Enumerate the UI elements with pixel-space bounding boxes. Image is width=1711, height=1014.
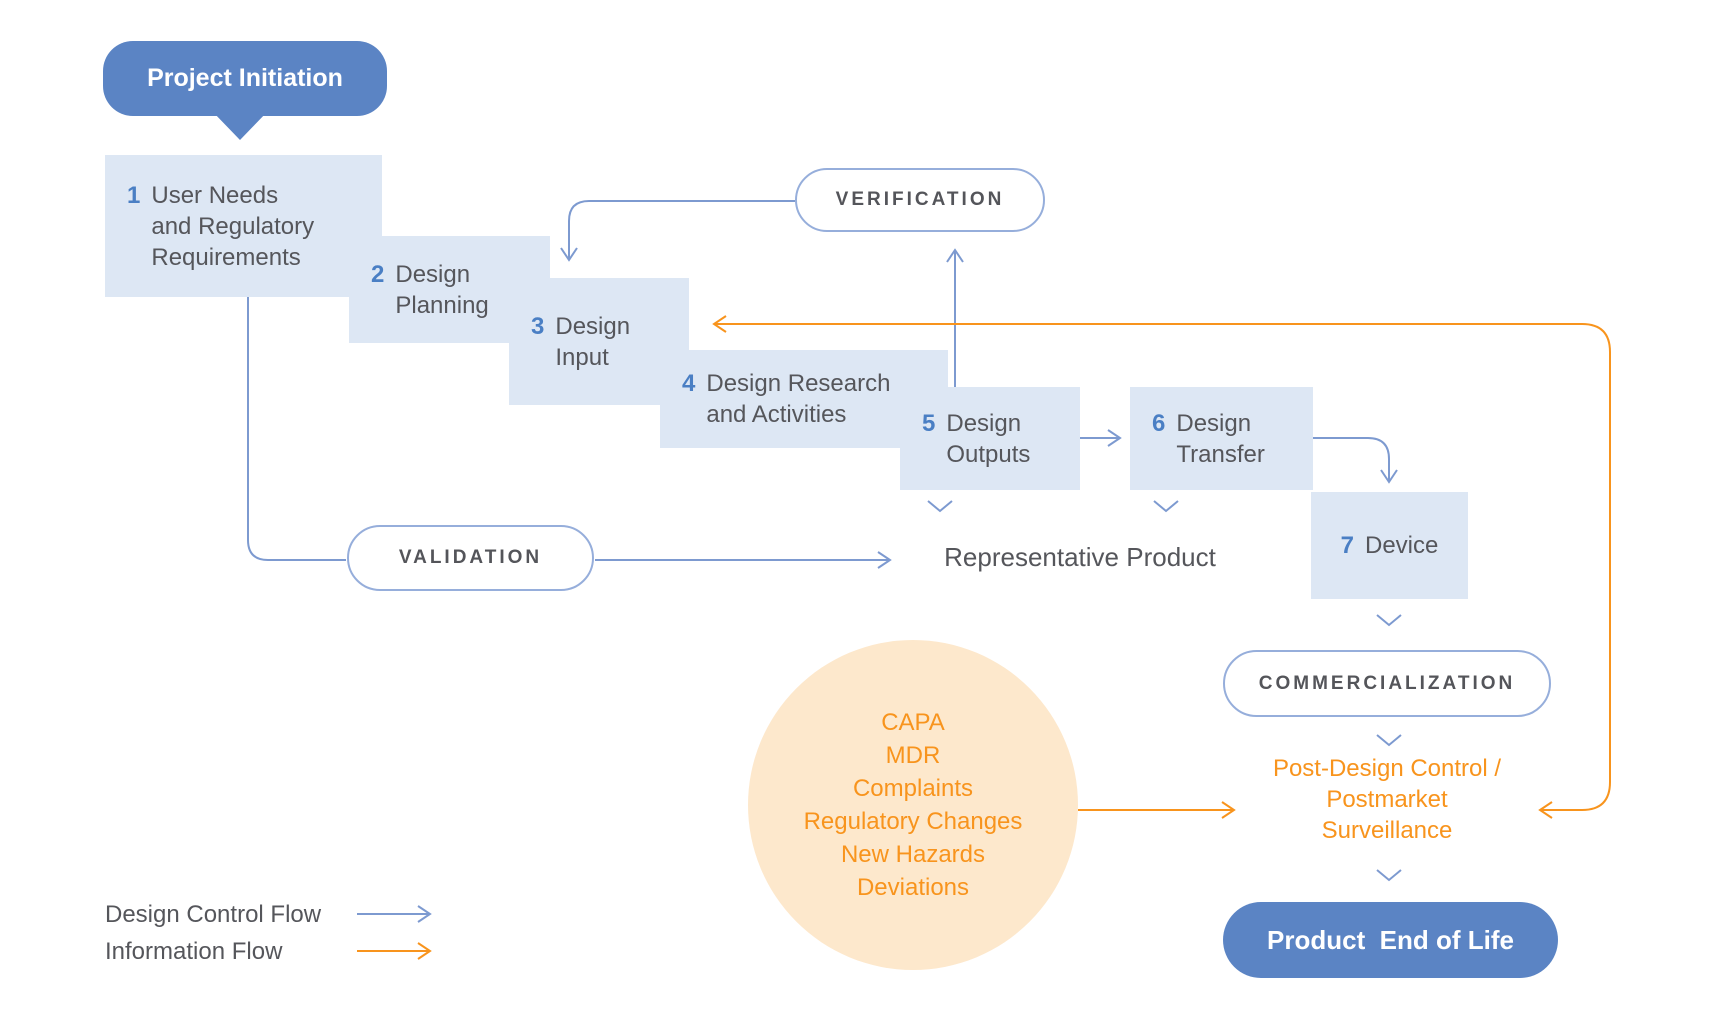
step-box-device: 7 Device	[1311, 492, 1468, 599]
chevron-down-icon-design-transfer	[1153, 500, 1179, 513]
arrow-user-needs-to-validation	[247, 297, 346, 561]
step-number: 2	[371, 260, 385, 288]
step-number: 4	[682, 370, 696, 397]
step-label: Design Transfer	[1176, 409, 1265, 468]
step-label: Device	[1365, 532, 1439, 559]
project-initiation-callout: Project Initiation	[103, 41, 387, 116]
step-label: Design Input	[555, 312, 631, 371]
legend-design-control-flow: Design Control Flow	[105, 901, 322, 928]
step-number: 3	[531, 312, 545, 340]
step-label: Design Outputs	[946, 409, 1031, 468]
arrow-verification-to-design-input	[560, 200, 795, 262]
step-label: User Needs and Regulatory Requirements	[151, 181, 315, 271]
verification-label: VERIFICATION	[835, 189, 1005, 210]
chevron-down-icon-device	[1376, 614, 1402, 627]
commercialization-pill: COMMERCIALIZATION	[1223, 650, 1551, 717]
validation-pill: VALIDATION	[347, 525, 594, 591]
step-number: 1	[127, 181, 141, 209]
verification-pill: VERIFICATION	[795, 168, 1045, 232]
legend-information-flow: Information Flow	[105, 938, 283, 965]
commercialization-label: COMMERCIALIZATION	[1258, 672, 1516, 694]
project-initiation-label: Project Initiation	[147, 64, 343, 92]
step-number: 6	[1152, 409, 1166, 437]
chevron-down-icon-postmarket	[1376, 869, 1402, 882]
arrow-feedback-loop-to-postmarket	[1538, 323, 1611, 819]
postmarket-surveillance-label: Post-Design Control / Postmarket Surveil…	[1272, 755, 1502, 844]
feedback-sources-list: CAPA MDR Complaints Regulatory Changes N…	[803, 709, 1023, 901]
representative-product-label: Representative Product	[944, 542, 1216, 572]
step-box-design-outputs: 5 Design Outputs	[900, 387, 1080, 490]
validation-label: VALIDATION	[398, 547, 543, 568]
step-box-user-needs: 1 User Needs and Regulatory Requirements	[105, 155, 382, 297]
step-label: Design Research and Activities	[706, 370, 891, 428]
chevron-down-icon-design-outputs	[927, 500, 953, 513]
product-end-of-life-label: Product End of Life	[1267, 924, 1514, 955]
arrow-design-transfer-to-device	[1313, 437, 1398, 484]
product-end-of-life-pill: Product End of Life	[1223, 902, 1558, 978]
step-number: 5	[922, 409, 936, 437]
step-label: Design Planning	[395, 260, 489, 319]
step-box-design-transfer: 6 Design Transfer	[1130, 387, 1313, 490]
step-box-design-input: 3 Design Input	[509, 278, 689, 405]
feedback-sources-circle: CAPA MDR Complaints Regulatory Changes N…	[748, 640, 1078, 970]
step-number: 7	[1340, 532, 1354, 559]
chevron-down-icon-commercialization	[1376, 734, 1402, 747]
